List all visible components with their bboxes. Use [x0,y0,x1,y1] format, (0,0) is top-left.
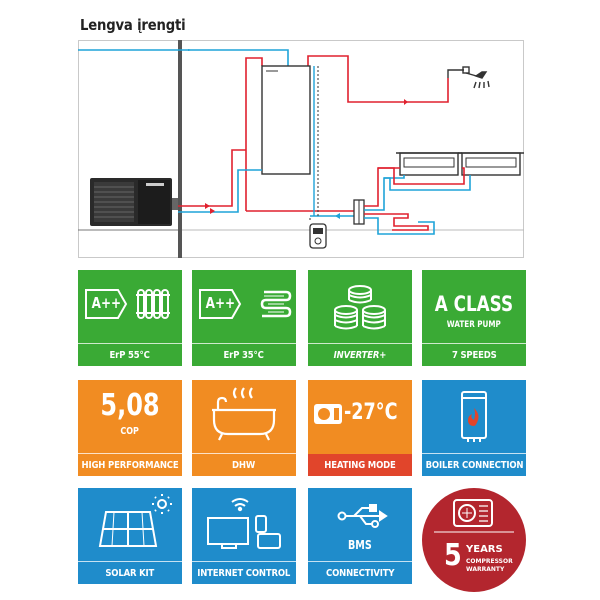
coins-stack-icon [334,285,386,330]
solar-kit-tile: SOLAR KIT [78,488,182,584]
bms-label: BMS [348,538,372,552]
tile-caption: ErP 55°C [109,349,151,361]
internet-control-tile: INTERNET CONTROL [192,488,296,584]
cop-value: 5,08 [100,388,160,423]
warranty-years: 5 [444,538,462,573]
underfloor-heating-loop [364,213,429,231]
cop-unit: COP [120,426,140,437]
water-pump-tile: A CLASS WATER PUMP 7 SPEEDS [422,270,526,366]
fan-coil-unit-icon [396,152,462,176]
tile-caption: SOLAR KIT [105,567,155,579]
water-pump-label: WATER PUMP [446,320,502,330]
a-class-headline: A CLASS [434,292,514,316]
shower-icon [447,66,490,89]
tile-caption: HIGH PERFORMANCE [81,459,179,471]
fancoil-return-pipe [364,175,405,211]
outdoor-unit-icon [314,404,342,424]
diagram-frame [78,40,524,258]
inverter-logo: INVERTER+ [333,349,387,361]
outdoor-unit-icon [434,499,514,533]
wall [178,40,182,258]
boiler-connection-tile: BOILER CONNECTION [422,380,526,476]
energy-rating: A++ [205,294,235,312]
underfloor-heating-icon [199,289,292,319]
page-title: Lengva įrengti [80,16,186,34]
tile-caption: BOILER CONNECTION [425,459,523,471]
energy-rating: A++ [91,294,121,312]
erp55-tile: A++ ErP 55°C [78,270,182,366]
tile-caption: DHW [232,459,256,471]
warranty-line2: WARRANTY [466,566,505,573]
cold-water-pipe [78,49,289,66]
tile-caption: INTERNET CONTROL [197,567,291,579]
erp35-tile: A++ ErP 35°C [192,270,296,366]
manifold-icon [353,199,365,225]
devices-wifi-icon [207,498,281,549]
installation-diagram [78,40,524,258]
warranty-line1: COMPRESSOR [466,558,513,565]
usb-icon [337,504,388,528]
indoor-unit-icon [261,65,311,175]
hot-water-pipe-up [245,57,263,211]
dhw-tile: DHW [192,380,296,476]
boiler-icon [461,391,487,442]
primary-return-pipe [178,169,262,213]
tile-caption: HEATING MODE [308,454,412,476]
outdoor-unit-icon [90,178,178,226]
bathtub-icon [212,387,276,441]
controller-icon [309,223,327,249]
min-temperature: -27°C [344,400,398,425]
heating-mode-tile: -27°C HEATING MODE [308,380,412,476]
solar-panel-icon [98,494,172,547]
radiator-icon [85,289,170,319]
warranty-badge: 5 YEARS COMPRESSOR WARRANTY [422,488,526,592]
warranty-years-label: YEARS [466,544,503,555]
inverter-tile: INVERTER+ [308,270,412,366]
tile-caption: 7 SPEEDS [451,349,497,361]
primary-flow-pipe [178,149,246,207]
cop-tile: 5,08 COP HIGH PERFORMANCE [78,380,182,476]
fan-coil-unit-icon [458,152,524,176]
tile-caption: CONNECTIVITY [325,567,395,579]
tile-caption: ErP 35°C [223,349,265,361]
hot-water-pipe-shower [307,55,449,103]
bms-tile: BMS CONNECTIVITY [308,488,412,584]
